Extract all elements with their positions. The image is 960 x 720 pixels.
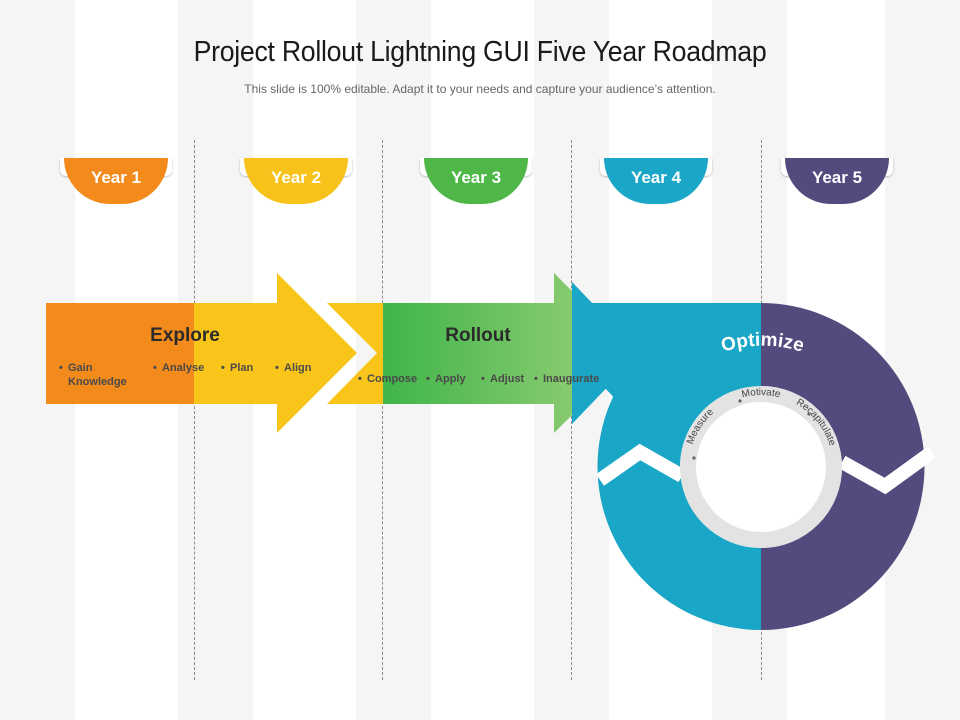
year-tab-5-label: Year 5 <box>811 168 863 187</box>
cycle-dot <box>807 412 811 416</box>
explore-item: Analyse <box>153 361 204 375</box>
year-tab-4: Year 4 <box>600 158 712 206</box>
year-tab-3: Year 3 <box>420 158 532 206</box>
year-tab-5: Year 5 <box>781 158 893 206</box>
rollout-item: Compose <box>358 372 417 386</box>
cycle-center <box>698 404 824 530</box>
year-tab-1-label: Year 1 <box>90 168 142 187</box>
rollout-item: Apply <box>426 372 465 386</box>
cycle-notch-left <box>595 443 686 486</box>
cycle-dot <box>738 399 742 403</box>
rollout-item: Inaugurate <box>534 372 599 386</box>
explore-title: Explore <box>150 325 220 346</box>
explore-item: Align <box>275 361 311 375</box>
year-tab-2-label: Year 2 <box>270 168 322 187</box>
optimize-chevron <box>572 282 640 424</box>
year-tab-1: Year 1 <box>60 158 172 206</box>
page-title: Project Rollout Lightning GUI Five Year … <box>193 36 767 68</box>
cycle-notch-right <box>838 446 937 495</box>
explore-arrow-yellow <box>194 273 357 433</box>
year-tab-2: Year 2 <box>240 158 352 206</box>
page-subtitle: This slide is 100% editable. Adapt it to… <box>244 82 716 96</box>
rollout-arrow <box>383 273 634 433</box>
cycle-step-motivate: Motivate <box>741 387 782 400</box>
cycle-dot <box>692 456 696 460</box>
rollout-title: Rollout <box>445 325 511 346</box>
year-tab-3-label: Year 3 <box>450 168 502 187</box>
rollout-item: Adjust <box>481 372 524 386</box>
column-divider <box>382 140 383 680</box>
explore-item: Plan <box>221 361 253 375</box>
year-tab-4-label: Year 4 <box>630 168 682 187</box>
explore-item: Gain Knowledge <box>59 361 140 389</box>
background-stripe <box>885 0 960 720</box>
column-divider <box>194 140 195 680</box>
